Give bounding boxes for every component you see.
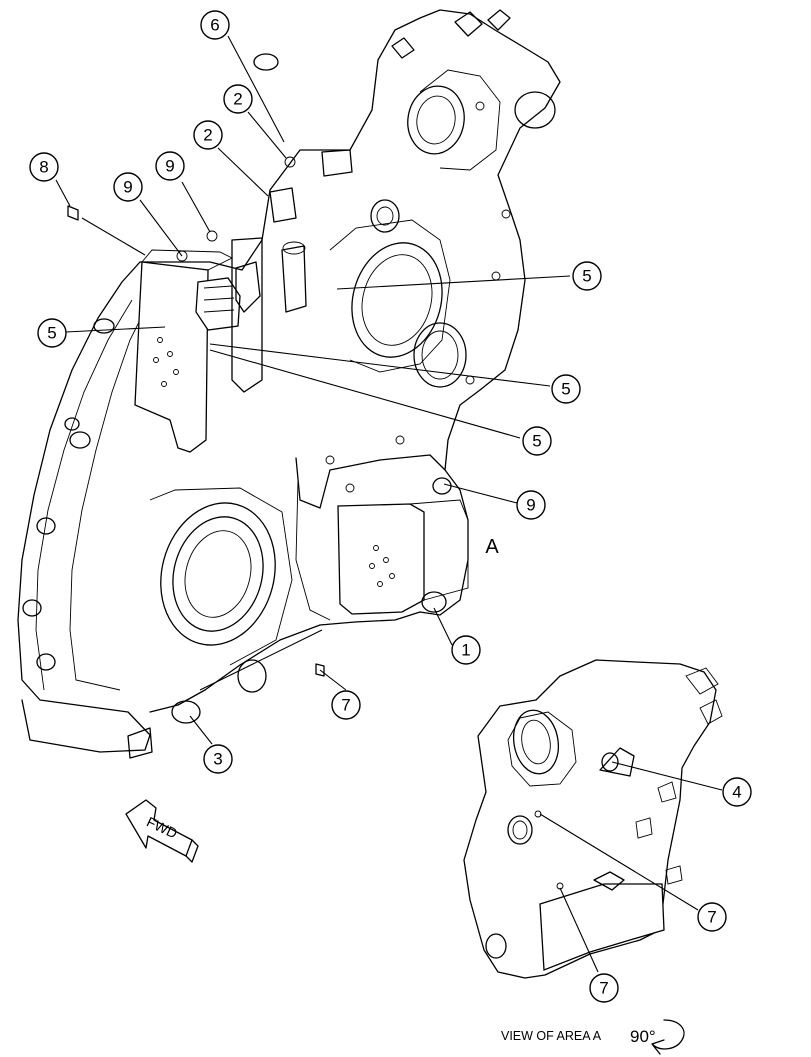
rotate-arrow-icon xyxy=(651,1019,685,1055)
svg-text:2: 2 xyxy=(203,126,212,145)
callout-5: 5 xyxy=(551,374,581,404)
callout-7: 7 xyxy=(697,902,727,932)
svg-text:9: 9 xyxy=(123,178,132,197)
svg-text:9: 9 xyxy=(526,496,535,515)
svg-text:7: 7 xyxy=(341,696,350,715)
callout-1: 1 xyxy=(451,635,481,665)
svg-text:4: 4 xyxy=(732,783,741,802)
callout-3: 3 xyxy=(203,744,233,774)
rotation-angle: 90° xyxy=(630,1027,656,1046)
setscrew-part-7 xyxy=(315,663,325,677)
svg-text:8: 8 xyxy=(39,158,48,177)
callout-4: 4 xyxy=(722,777,752,807)
callout-9: 9 xyxy=(155,151,185,181)
callout-7: 7 xyxy=(331,690,361,720)
callout-9: 9 xyxy=(516,490,546,520)
callout-5: 5 xyxy=(37,318,67,348)
area-a-detail-view xyxy=(463,659,723,979)
plug-part-6 xyxy=(253,53,279,71)
svg-text:2: 2 xyxy=(233,90,242,109)
svg-text:3: 3 xyxy=(213,750,222,769)
svg-text:5: 5 xyxy=(532,432,541,451)
svg-text:5: 5 xyxy=(582,267,591,286)
svg-text:7: 7 xyxy=(707,908,716,927)
callout-6: 6 xyxy=(200,10,230,40)
svg-text:5: 5 xyxy=(47,324,56,343)
callout-5: 5 xyxy=(522,426,552,456)
plug-part-8 xyxy=(67,205,79,221)
forward-arrow-icon: FWD xyxy=(125,799,199,863)
area-marker: A xyxy=(485,536,499,558)
front-cover-housing xyxy=(17,9,561,759)
svg-text:6: 6 xyxy=(210,16,219,35)
callout-8: 8 xyxy=(29,152,59,182)
leader-lines xyxy=(55,35,571,745)
callout-7: 7 xyxy=(589,973,619,1003)
view-caption: VIEW OF AREA A xyxy=(501,1029,602,1043)
svg-text:9: 9 xyxy=(165,157,174,176)
svg-text:7: 7 xyxy=(599,979,608,998)
callout-2: 2 xyxy=(223,84,253,114)
callout-9: 9 xyxy=(113,172,143,202)
svg-text:5: 5 xyxy=(561,380,570,399)
svg-text:1: 1 xyxy=(461,641,470,660)
callout-5: 5 xyxy=(572,261,602,291)
callout-2: 2 xyxy=(193,120,223,150)
